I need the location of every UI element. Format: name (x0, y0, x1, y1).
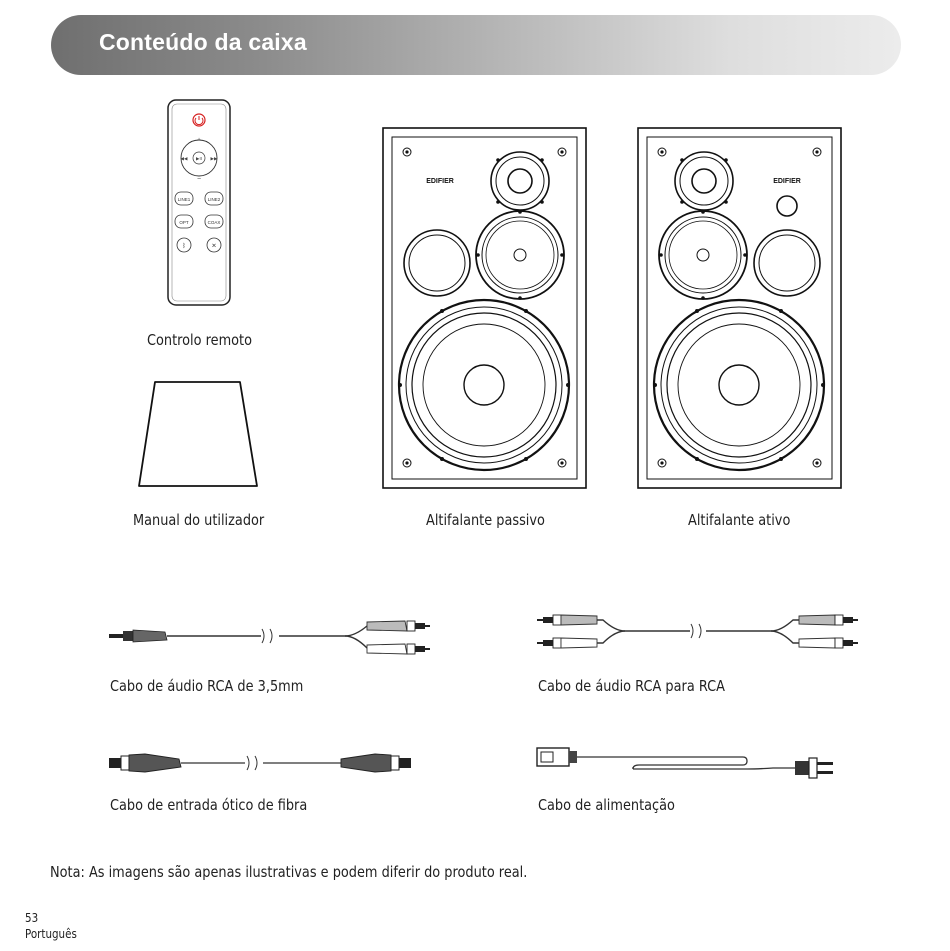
page-title: Conteúdo da caixa (99, 29, 307, 55)
rca-3-5mm-cable-caption: Cabo de áudio RCA de 3,5mm (110, 677, 304, 695)
manual-icon (138, 381, 258, 487)
rca-to-rca-cable-caption: Cabo de áudio RCA para RCA (538, 677, 725, 695)
page-footer: 53 Português (25, 910, 77, 942)
svg-text:−: − (197, 176, 201, 183)
active-speaker-icon: EDIFIER (637, 127, 842, 489)
remote-button-coax: COAX (208, 220, 221, 225)
svg-text:ᛒ: ᛒ (182, 243, 186, 250)
svg-text:▶II: ▶II (196, 156, 202, 161)
remote-button-line1: LINE1 (178, 197, 191, 202)
disclaimer-note: Nota: As imagens são apenas ilustrativas… (50, 863, 528, 881)
passive-speaker-caption: Altifalante passivo (426, 511, 545, 529)
rca-3-5mm-cable-icon (109, 620, 430, 655)
active-speaker-caption: Altifalante ativo (688, 511, 791, 529)
optical-cable-icon (109, 753, 411, 773)
section-header: Conteúdo da caixa (51, 15, 901, 75)
remote-button-opt: OPT (179, 220, 189, 225)
remote-caption: Controlo remoto (147, 331, 253, 349)
power-cable-icon (536, 747, 833, 779)
remote-control-icon: + ▶II ◀◀ ▶▶ − LINE1 LINE2 OPT COAX ᛒ ✕ (167, 99, 231, 306)
page-number: 53 (25, 911, 39, 925)
svg-text:✕: ✕ (211, 244, 216, 250)
manual-caption: Manual do utilizador (133, 511, 265, 529)
passive-speaker-brand: EDIFIER (426, 178, 454, 185)
power-cable-caption: Cabo de alimentação (538, 796, 675, 814)
active-speaker-brand: EDIFIER (773, 178, 801, 185)
language-label: Português (25, 927, 77, 941)
passive-speaker-icon: EDIFIER (382, 127, 587, 489)
rca-to-rca-cable-icon (537, 614, 858, 649)
optical-cable-caption: Cabo de entrada ótico de fibra (110, 796, 308, 814)
svg-text:▶▶: ▶▶ (211, 156, 218, 161)
svg-text:◀◀: ◀◀ (181, 156, 188, 161)
remote-button-line2: LINE2 (208, 197, 221, 202)
